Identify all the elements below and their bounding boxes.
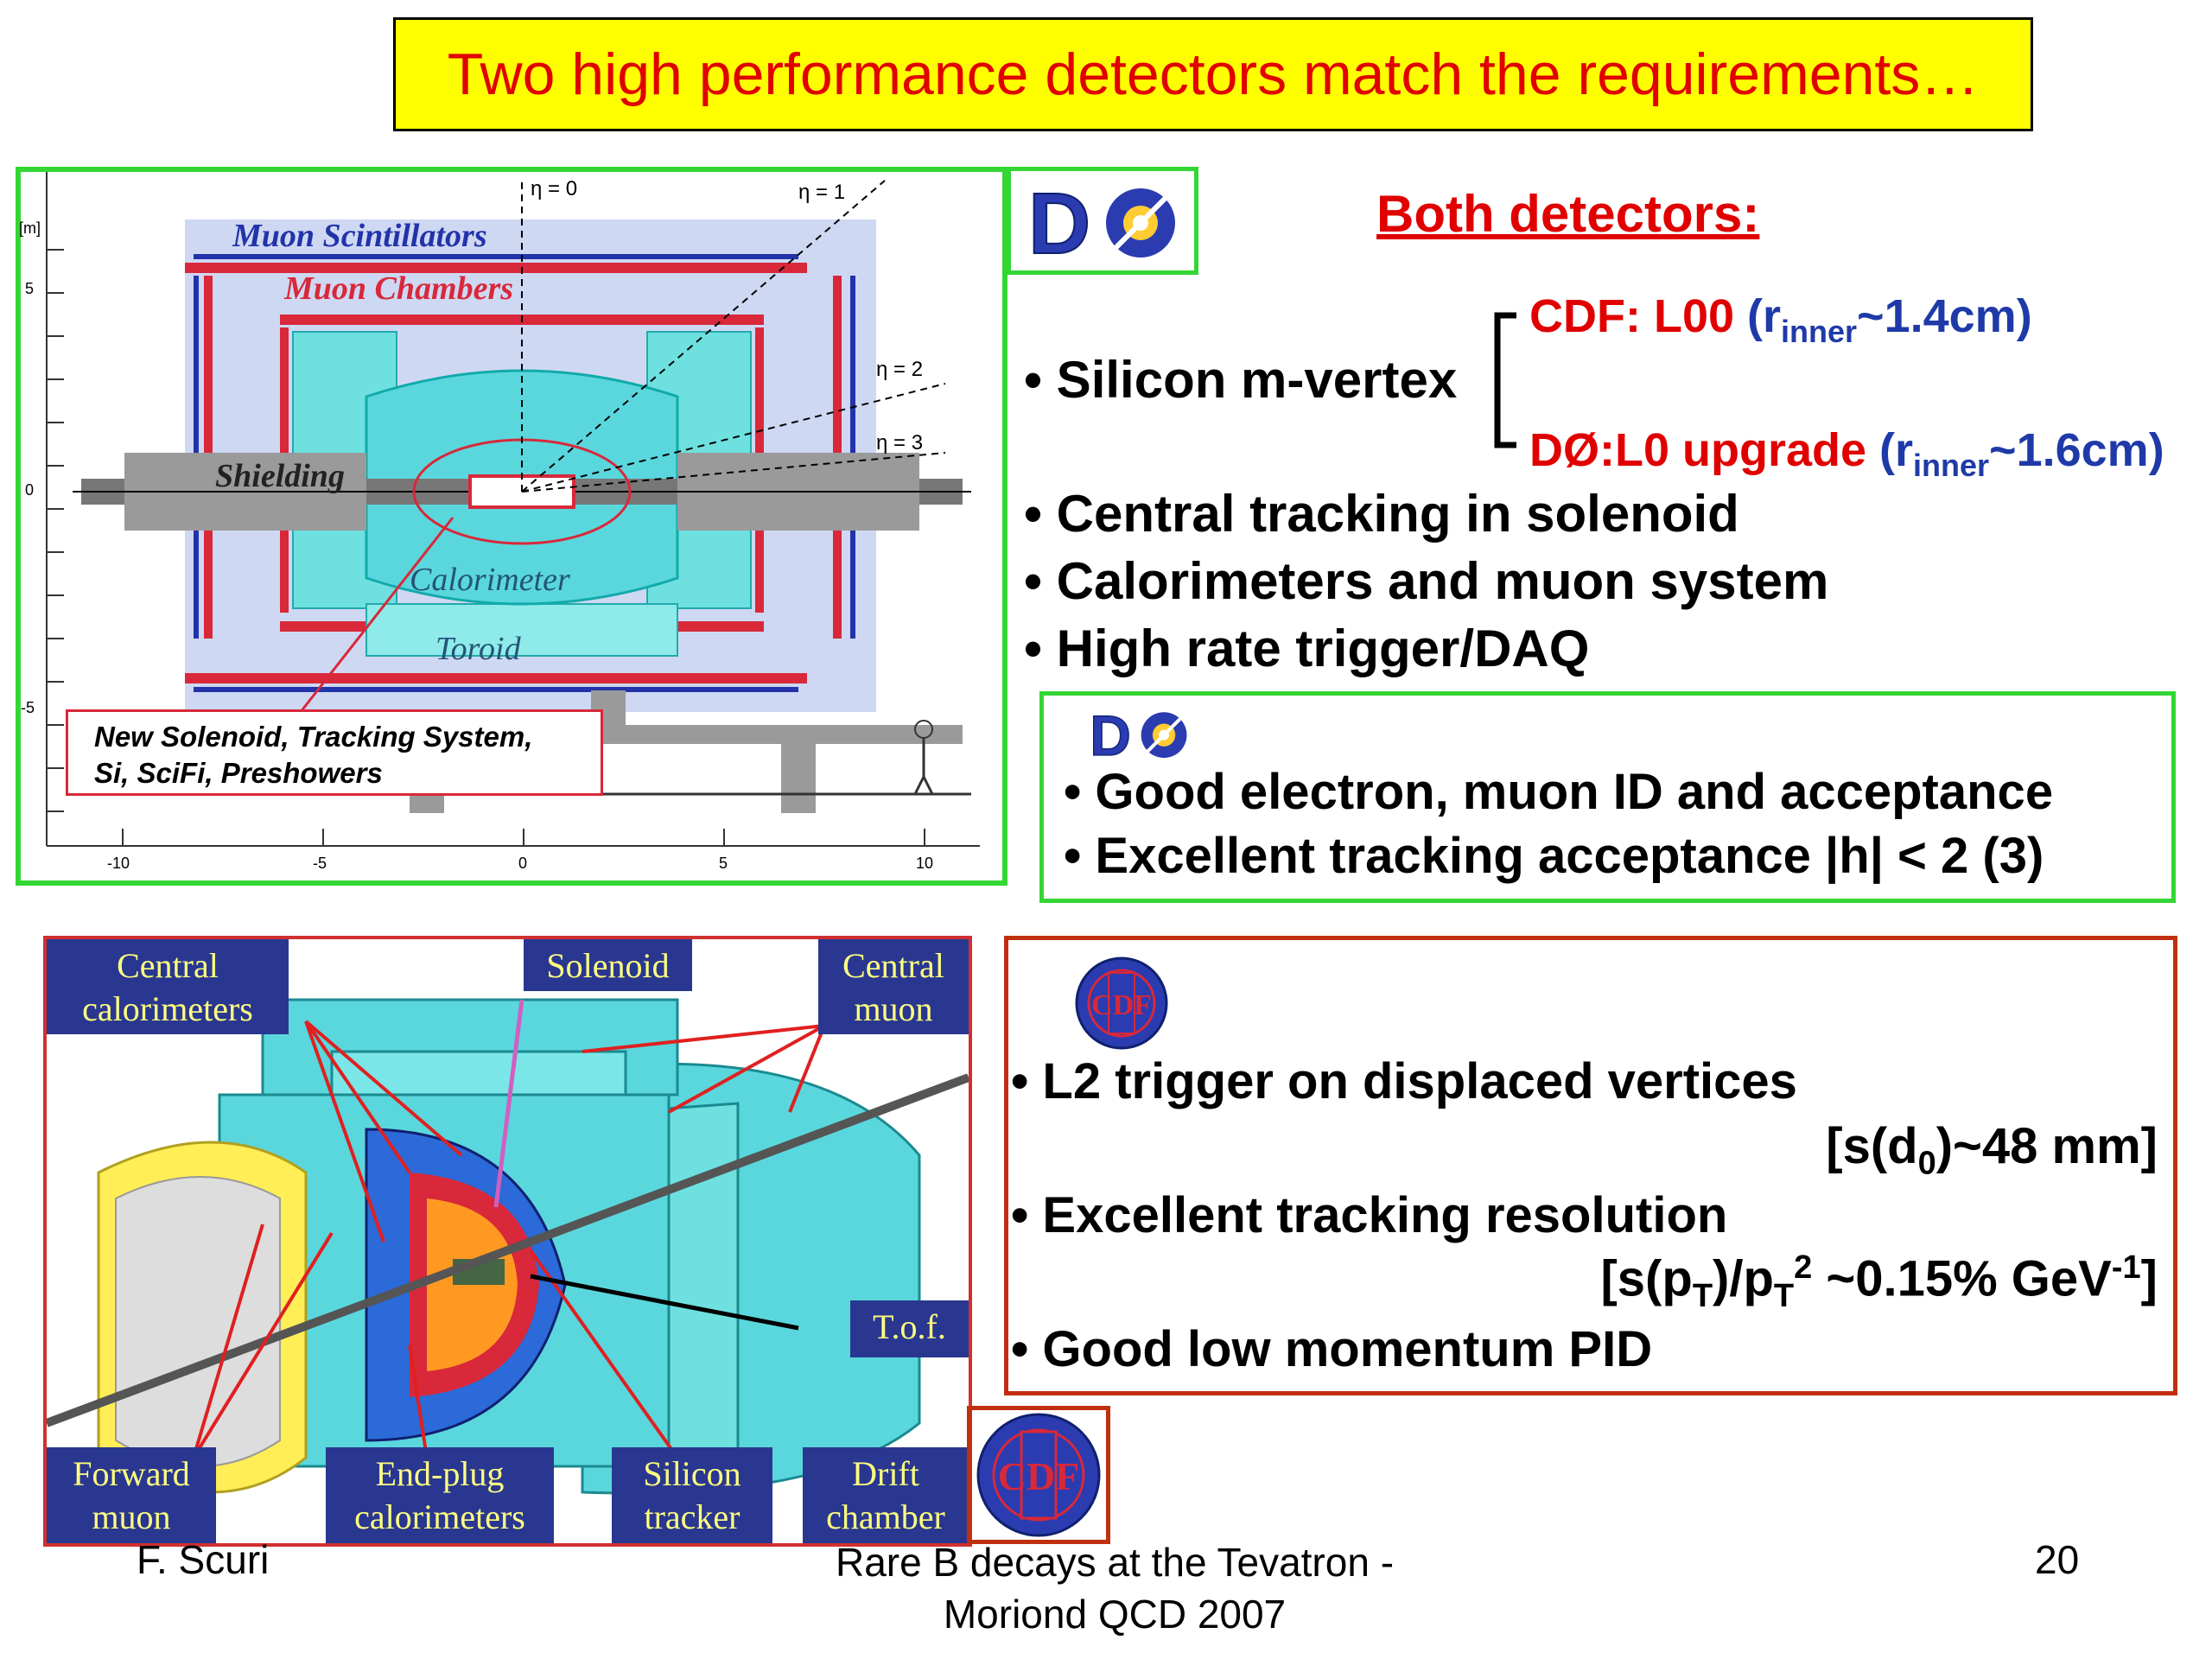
d0-detector-figure: η = 0 η = 1 η = 2 η = 3 [m] 5 0 -5 -10 -… — [16, 167, 1007, 886]
page-number: 20 — [2035, 1537, 2080, 1582]
d0-bullet-acceptance: • Excellent tracking acceptance |h| < 2 … — [1064, 828, 2044, 884]
cdf-l00-line: CDF: L00 (rinner~1.4cm) — [1529, 290, 2032, 349]
y-tick-label: 0 — [25, 481, 35, 499]
both-detectors-heading: Both detectors: — [1376, 185, 1760, 243]
forward-muon-label: Forward muon — [47, 1447, 216, 1543]
tof-label: T.o.f. — [850, 1300, 969, 1357]
cdf-logo: CDF — [976, 1413, 1101, 1537]
slide-title-box: Two high performance detectors match the… — [393, 17, 2033, 131]
cdf-detector-figure: Central calorimeters Solenoid Central mu… — [43, 936, 972, 1547]
svg-text:D: D — [1090, 703, 1131, 767]
footer-title: Rare B decays at the Tevatron - Moriond … — [835, 1540, 1395, 1637]
y-tick-label: -5 — [21, 699, 35, 716]
cdf-logo-frame: CDF — [967, 1406, 1110, 1544]
cdf-pt-resolution: [s(pT)/pT2 ~0.15% GeV-1] — [1600, 1249, 2158, 1314]
svg-text:D: D — [1028, 175, 1090, 270]
x-tick-label: 0 — [518, 855, 528, 872]
muon-scintillators-label: Muon Scintillators — [232, 218, 487, 254]
cdf-pid-bullet: • Good low momentum PID — [1011, 1321, 1653, 1377]
cdf-logo-small: CDF — [1075, 957, 1168, 1050]
central-tracking-bullet: • Central tracking in solenoid — [1024, 485, 1739, 543]
new-solenoid-callout: New Solenoid, Tracking System, Si, SciFi… — [66, 709, 603, 796]
slide-title: Two high performance detectors match the… — [447, 41, 1980, 107]
silicon-vertex-bullet: • Silicon m-vertex — [1024, 351, 1458, 409]
bracket-icon — [1494, 312, 1516, 448]
eta-0-label: η = 0 — [531, 177, 578, 200]
drift-chamber-label: Drift chamber — [803, 1447, 969, 1543]
central-muon-label: Central muon — [818, 939, 969, 1034]
cdf-tracking-resolution-bullet: • Excellent tracking resolution — [1011, 1187, 1728, 1243]
d0-logo-small: D — [1090, 702, 1192, 767]
svg-text:CDF: CDF — [998, 1454, 1080, 1498]
calorimeter-label: Calorimeter — [410, 562, 570, 598]
d0-logo-frame: D — [1007, 167, 1198, 275]
y-tick-label: 5 — [25, 280, 35, 297]
eta-2-label: η = 2 — [876, 358, 924, 381]
central-calorimeters-label: Central calorimeters — [47, 939, 289, 1034]
y-unit-label: [m] — [19, 219, 41, 237]
shielding-label: Shielding — [215, 458, 345, 494]
silicon-tracker-label: Silicon tracker — [612, 1447, 772, 1543]
cdf-d0-resolution: [s(d0)~48 mm] — [1826, 1118, 2158, 1182]
eta-3-label: η = 3 — [876, 431, 924, 454]
trigger-daq-bullet: • High rate trigger/DAQ — [1024, 620, 1590, 677]
cdf-l2-trigger-bullet: • L2 trigger on displaced vertices — [1011, 1053, 1797, 1109]
svg-text:CDF: CDF — [1091, 989, 1152, 1021]
cdf-features-box: CDF • L2 trigger on displaced vertices [… — [1004, 936, 2177, 1395]
d0-logo: D — [1011, 171, 1194, 273]
calorimeters-bullet: • Calorimeters and muon system — [1024, 552, 1829, 610]
eta-1-label: η = 1 — [798, 181, 846, 204]
d0-features-box: D • Good electron, muon ID and acceptanc… — [1039, 691, 2176, 903]
toroid-label: Toroid — [435, 631, 521, 667]
end-plug-calorimeters-label: End-plug calorimeters — [326, 1447, 554, 1543]
footer-author: F. Scuri — [137, 1537, 270, 1582]
x-tick-label: 10 — [916, 855, 934, 872]
cdf-detector-drawing — [47, 939, 969, 1543]
d0-bullet-id: • Good electron, muon ID and acceptance — [1064, 764, 2054, 820]
d0-l0-line: DØ:L0 upgrade (rinner~1.6cm) — [1529, 424, 2164, 483]
x-tick-label: 5 — [719, 855, 728, 872]
x-tick-label: -10 — [107, 855, 130, 872]
d0-detector-drawing — [46, 172, 980, 847]
muon-chambers-label: Muon Chambers — [284, 270, 514, 307]
solenoid-label: Solenoid — [524, 939, 692, 991]
x-tick-label: -5 — [313, 855, 327, 872]
